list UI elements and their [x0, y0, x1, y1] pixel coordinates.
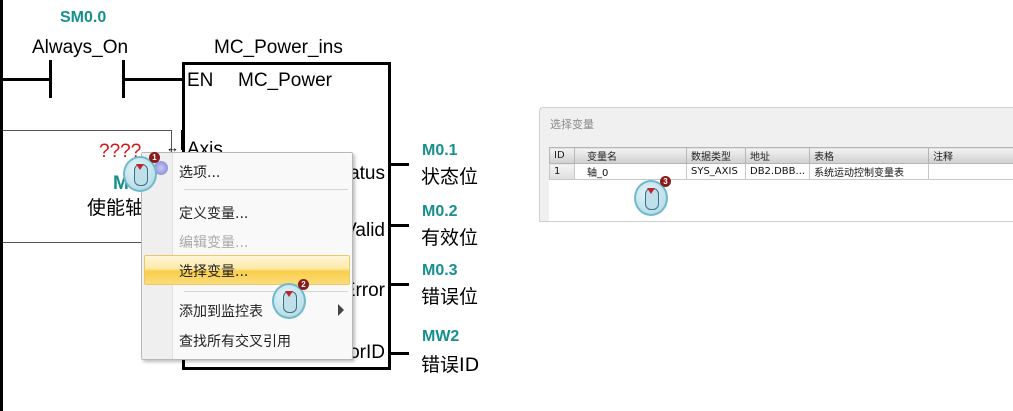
step-badge: 2: [298, 279, 309, 290]
contact-name: Always_On: [32, 37, 129, 58]
menu-item-options[interactable]: 选项...: [179, 165, 221, 181]
contact-address: SM0.0: [60, 9, 107, 26]
output-symbol: 状态位: [421, 166, 479, 188]
column-header-table[interactable]: 表格: [809, 147, 930, 164]
submenu-arrow-icon: [338, 304, 344, 316]
cell-variable-name[interactable]: 轴_0: [574, 163, 687, 180]
menu-item-edit-variable: 编辑变量...: [179, 235, 249, 251]
output-address: MW2: [422, 328, 460, 345]
select-variable-dialog: 选择变量 ID 变量名 数据类型 地址 表格 注释 1 轴_0 SYS_AXIS…: [539, 107, 1013, 222]
column-header-variable-name[interactable]: 变量名: [574, 147, 687, 164]
menu-item-define-variable[interactable]: 定义变量...: [179, 206, 249, 222]
rung-wire-right: [122, 78, 185, 81]
status-pin: atus: [349, 163, 385, 184]
mouse-icon: [134, 164, 148, 186]
menu-separator: [184, 291, 348, 292]
menu-item-find-cross-references[interactable]: 查找所有交叉引用: [179, 334, 291, 350]
column-header-id[interactable]: ID: [549, 147, 575, 164]
valid-pin: Valid: [344, 220, 385, 241]
cell-table: 系统运动控制变量表: [809, 163, 930, 180]
block-edge: [181, 130, 184, 150]
cell-address: DB2.DBB...: [744, 163, 811, 180]
output-symbol: 错误位: [421, 286, 479, 308]
errorid-pin: orID: [349, 342, 385, 363]
cell-id: 1: [549, 163, 575, 180]
block-instance-name: MC_Power_ins: [214, 37, 343, 58]
output-symbol: 错误ID: [421, 354, 480, 376]
cell-comment: [928, 163, 1013, 180]
unassigned-operand[interactable]: ????: [99, 141, 142, 162]
output-address: M0.1: [422, 142, 458, 159]
column-header-comment[interactable]: 注释: [928, 147, 1013, 164]
mouse-callout-step-3: 3: [634, 176, 671, 216]
column-header-data-type[interactable]: 数据类型: [686, 147, 746, 164]
table-empty-area: [549, 179, 1013, 221]
table-header-row: ID 变量名 数据类型 地址 表格 注释: [549, 147, 1013, 164]
mouse-callout-step-2: 2: [272, 279, 309, 319]
variable-table: ID 变量名 数据类型 地址 表格 注释 1 轴_0 SYS_AXIS DB2.…: [549, 147, 1013, 180]
gear-icon: [154, 161, 168, 175]
menu-highlight: [144, 255, 350, 285]
mouse-icon: [283, 291, 297, 313]
cell-data-type: SYS_AXIS: [686, 163, 746, 180]
mouse-icon: [645, 188, 659, 210]
context-menu: 选项... 定义变量... 编辑变量... 选择变量... 添加到监控表 查找所…: [141, 152, 353, 360]
axis-symbol: 使能轴: [87, 197, 145, 219]
error-pin: Error: [342, 280, 385, 301]
block-type: MC_Power: [238, 70, 332, 91]
column-header-address[interactable]: 地址: [744, 147, 811, 164]
output-address: M0.3: [422, 262, 458, 279]
power-rail: [0, 0, 3, 411]
output-symbol: 有效位: [421, 227, 479, 249]
connect-arrow-icon: ↔: [166, 140, 179, 155]
table-row[interactable]: 1 轴_0 SYS_AXIS DB2.DBB... 系统运动控制变量表: [549, 163, 1013, 180]
en-pin: EN: [187, 70, 214, 91]
mouse-callout-step-1: 1: [123, 152, 160, 192]
output-address: M0.2: [422, 203, 458, 220]
dialog-title: 选择变量: [550, 118, 594, 131]
menu-item-add-to-watch-table[interactable]: 添加到监控表: [179, 304, 263, 320]
step-badge: 3: [660, 176, 671, 187]
menu-item-select-variable[interactable]: 选择变量...: [179, 264, 249, 280]
step-badge: 1: [149, 152, 160, 163]
menu-separator: [184, 189, 348, 190]
rung-wire-left: [3, 78, 50, 81]
